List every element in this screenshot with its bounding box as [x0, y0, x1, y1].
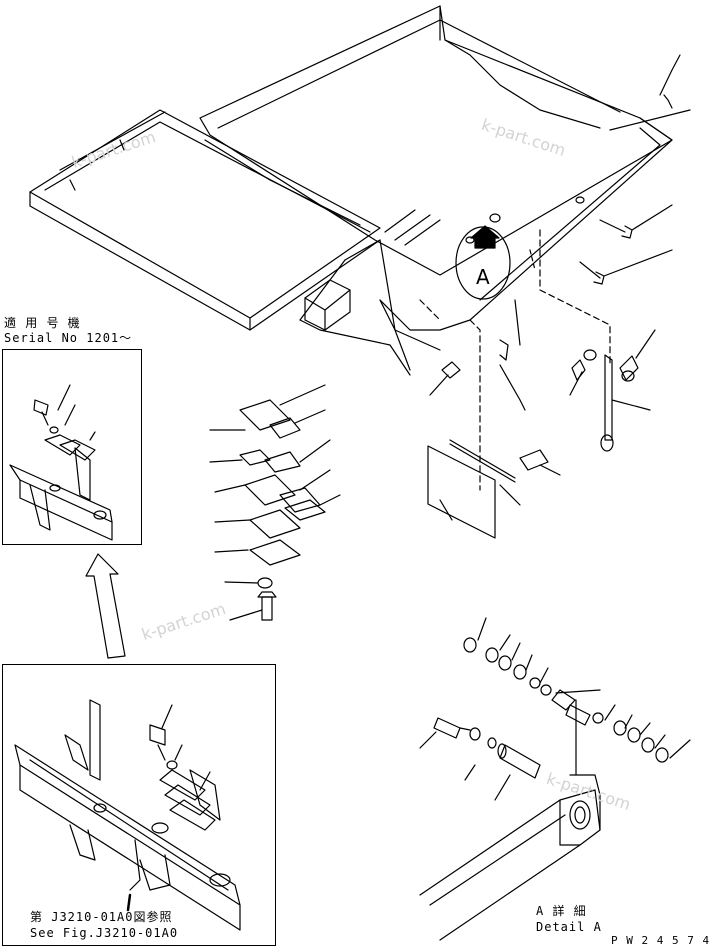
detail-a-label-jp: A 詳 細 [536, 904, 587, 918]
detail-a-assembly [419, 617, 691, 941]
detail-a-label-en: Detail A [536, 920, 602, 934]
main-inset-label-en: See Fig.J3210-01A0 [30, 926, 179, 940]
shim-stack [209, 384, 341, 621]
mud-flap-plate [427, 439, 561, 539]
upper-right-fasteners [419, 54, 691, 491]
serial-label-en: Serial No 1201～ [4, 331, 133, 345]
serial-inset-box [2, 349, 142, 545]
dump-body-assembly [29, 5, 673, 376]
serial-inset-drawing [9, 384, 113, 541]
right-washers [429, 299, 656, 452]
figure-id: P W 2 4 5 7 4 [611, 934, 711, 947]
callout-letter: A [476, 265, 490, 289]
callout-a-marker: A [455, 225, 511, 300]
serial-label-jp: 適 用 号 機 [4, 316, 81, 330]
main-inset-label-jp: 第 J3210-01A0図参照 [30, 910, 173, 924]
main-inset-drawing [14, 699, 241, 931]
reference-arrow [85, 553, 126, 659]
main-inset-box [2, 664, 276, 946]
